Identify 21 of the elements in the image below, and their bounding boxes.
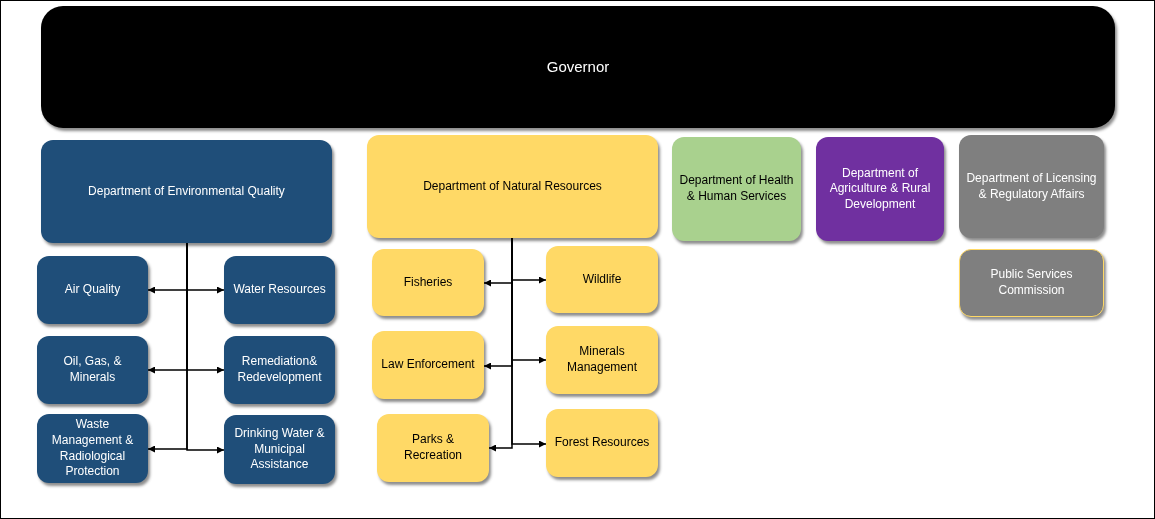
department-box: Department of Licensing & Regulatory Affairs <box>959 135 1104 238</box>
division-box: Minerals Management <box>546 326 658 394</box>
division-box: Parks & Recreation <box>377 414 489 482</box>
executive-box: Governor <box>41 6 1115 128</box>
division-box: Oil, Gas, & Minerals <box>37 336 148 404</box>
division-box: Wildlife <box>546 246 658 313</box>
department-box: Department of Agriculture & Rural Development <box>816 137 944 241</box>
division-box: Forest Resources <box>546 409 658 477</box>
division-box: Air Quality <box>37 256 148 324</box>
department-box: Department of Environmental Quality <box>41 140 332 243</box>
connector-arrow <box>186 242 225 454</box>
division-box: Remediation& Redevelopment <box>224 336 335 404</box>
division-box: Law Enforcement <box>372 331 484 399</box>
commission-box: Public Services Commission <box>959 249 1104 317</box>
department-box: Department of Natural Resources <box>367 135 658 238</box>
connector-arrow <box>511 237 547 448</box>
division-box: Waste Management & Radiological Protection <box>37 414 148 483</box>
division-box: Drinking Water & Municipal Assistance <box>224 415 335 484</box>
division-box: Fisheries <box>372 249 484 316</box>
division-box: Water Resources <box>224 256 335 324</box>
department-box: Department of Health & Human Services <box>672 137 801 241</box>
